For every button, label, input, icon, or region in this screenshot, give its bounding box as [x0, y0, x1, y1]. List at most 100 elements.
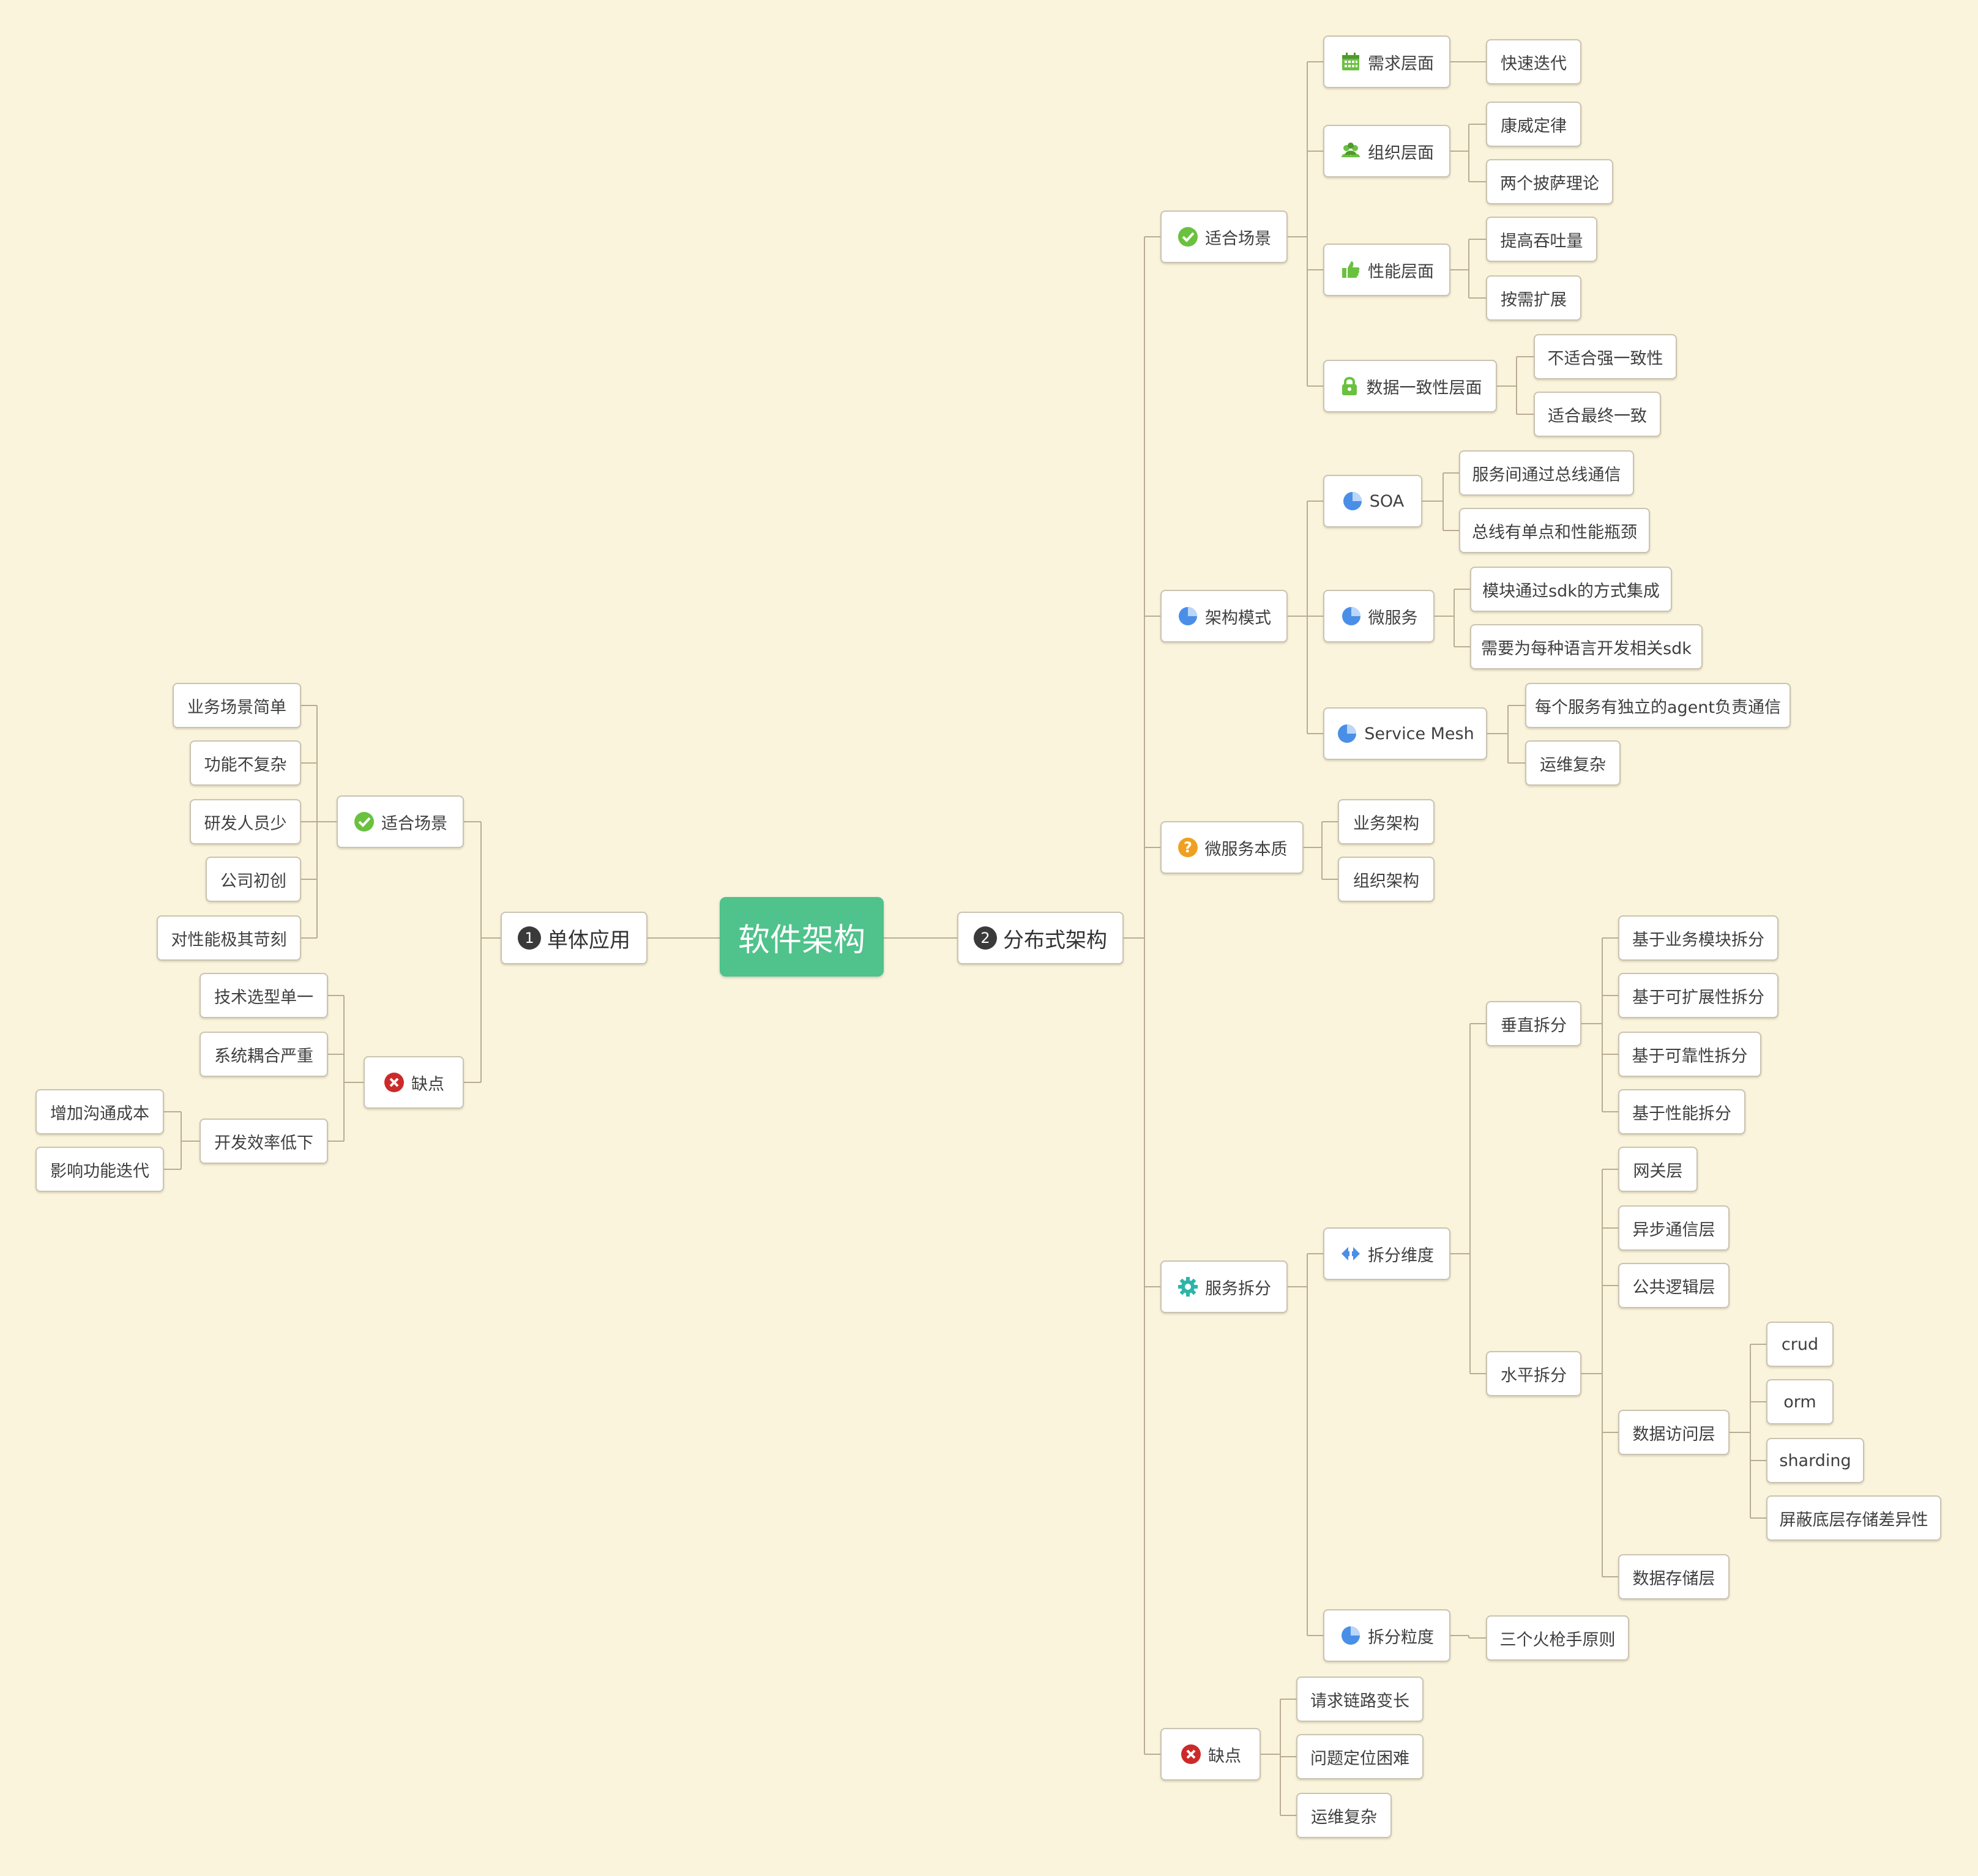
horizontal-item[interactable]: 数据存储层: [1618, 1554, 1730, 1599]
service-mesh-item[interactable]: 每个服务有独立的agent负责通信: [1525, 683, 1791, 728]
org-item[interactable]: 两个披萨理论: [1486, 159, 1613, 204]
demand-level-topic[interactable]: 需求层面: [1323, 35, 1450, 88]
gear-icon: [1177, 1276, 1199, 1298]
perf-item[interactable]: 提高吞吐量: [1486, 217, 1597, 262]
soa-item[interactable]: 服务间通过总线通信: [1459, 450, 1634, 496]
arch-patterns-topic[interactable]: 架构模式: [1160, 590, 1288, 642]
data-item[interactable]: 适合最终一致: [1534, 392, 1661, 437]
dal-item[interactable]: crud: [1766, 1322, 1834, 1367]
org-item[interactable]: 康威定律: [1486, 102, 1581, 147]
item-label: 研发人员少: [204, 814, 287, 833]
dal-item[interactable]: orm: [1766, 1379, 1834, 1424]
data-access-layer-topic[interactable]: 数据访问层: [1618, 1410, 1730, 1455]
left-cons-item[interactable]: 系统耦合严重: [200, 1032, 328, 1077]
right-cons-item[interactable]: 问题定位困难: [1296, 1734, 1424, 1779]
left-scene-item[interactable]: 研发人员少: [190, 799, 301, 844]
root-topic[interactable]: 软件架构: [720, 897, 884, 977]
x-circle-icon: [1180, 1743, 1202, 1765]
right-cons-item[interactable]: 运维复杂: [1296, 1793, 1392, 1838]
item-label: 公共逻辑层: [1632, 1278, 1715, 1297]
item-label: orm: [1783, 1392, 1816, 1412]
lock-icon: [1338, 375, 1360, 397]
root-label: 软件架构: [737, 921, 865, 959]
dev-efficiency-item[interactable]: 增加沟通成本: [35, 1089, 164, 1134]
item-label: 异步通信层: [1632, 1220, 1715, 1240]
left-scene-item[interactable]: 对性能极其苛刻: [157, 915, 301, 961]
vertical-item[interactable]: 基于性能拆分: [1618, 1089, 1745, 1134]
item-label: 运维复杂: [1540, 755, 1606, 775]
data-item[interactable]: 不适合强一致性: [1534, 334, 1677, 379]
soa-topic[interactable]: SOA: [1323, 475, 1422, 527]
vertical-item[interactable]: 基于可靠性拆分: [1618, 1032, 1761, 1077]
soa-item[interactable]: 总线有单点和性能瓶颈: [1459, 508, 1650, 553]
item-label: 对性能极其苛刻: [171, 930, 287, 950]
split-arrows-icon: [1340, 1243, 1362, 1265]
topic-label: 适合场景: [381, 814, 447, 833]
horizontal-split-topic[interactable]: 水平拆分: [1486, 1351, 1581, 1396]
calendar-icon: [1340, 51, 1362, 73]
item-label: 业务场景简单: [187, 698, 286, 717]
essence-topic[interactable]: ?微服务本质: [1160, 821, 1304, 874]
horizontal-item[interactable]: 异步通信层: [1618, 1205, 1730, 1251]
service-split-topic[interactable]: 服务拆分: [1160, 1260, 1288, 1313]
topic-label: 服务拆分: [1205, 1279, 1271, 1298]
topic-label: 微服务: [1368, 608, 1418, 628]
service-mesh-topic[interactable]: Service Mesh: [1323, 707, 1487, 760]
left-cons-item[interactable]: 开发效率低下: [200, 1119, 328, 1164]
perf-level-topic[interactable]: 性能层面: [1323, 244, 1450, 296]
topic-label: 架构模式: [1205, 608, 1271, 628]
item-label: 不适合强一致性: [1547, 349, 1663, 368]
service-mesh-item[interactable]: 运维复杂: [1525, 740, 1621, 786]
microservice-item[interactable]: 模块通过sdk的方式集成: [1470, 567, 1672, 612]
x-circle-icon: [383, 1071, 405, 1093]
item-label: 康威定律: [1501, 116, 1567, 136]
dal-item[interactable]: 屏蔽底层存储差异性: [1766, 1495, 1941, 1541]
data-consistency-topic[interactable]: 数据一致性层面: [1323, 360, 1497, 412]
right-cons-topic[interactable]: 缺点: [1160, 1728, 1261, 1781]
left-scene-item[interactable]: 业务场景简单: [173, 683, 301, 728]
dal-item[interactable]: sharding: [1766, 1438, 1864, 1483]
item-label: 基于性能拆分: [1632, 1104, 1731, 1123]
left-scenes-topic[interactable]: 适合场景: [337, 795, 464, 848]
item-label: 运维复杂: [1311, 1807, 1377, 1827]
split-granularity-topic[interactable]: 拆分粒度: [1323, 1609, 1450, 1662]
left-cons-item[interactable]: 技术选型单一: [200, 973, 328, 1018]
item-label: 按需扩展: [1501, 290, 1567, 310]
branch-label: 单体应用: [547, 928, 630, 953]
microservice-topic[interactable]: 微服务: [1323, 590, 1435, 642]
perf-item[interactable]: 按需扩展: [1486, 275, 1581, 321]
essence-item[interactable]: 组织架构: [1338, 857, 1435, 902]
item-label: 网关层: [1633, 1161, 1683, 1181]
item-label: 基于可扩展性拆分: [1632, 988, 1764, 1007]
dev-efficiency-item[interactable]: 影响功能迭代: [35, 1147, 164, 1192]
vertical-item[interactable]: 基于可扩展性拆分: [1618, 973, 1778, 1018]
item-label: 功能不复杂: [204, 755, 287, 775]
left-cons-topic[interactable]: 缺点: [364, 1056, 464, 1109]
left-scene-item[interactable]: 公司初创: [206, 857, 301, 902]
right-scenes-topic[interactable]: 适合场景: [1160, 210, 1288, 263]
right-cons-item[interactable]: 请求链路变长: [1296, 1677, 1424, 1722]
microservice-item[interactable]: 需要为每种语言开发相关sdk: [1470, 624, 1703, 669]
horizontal-item[interactable]: 公共逻辑层: [1618, 1263, 1730, 1308]
item-label: 快速迭代: [1501, 54, 1567, 73]
granularity-item[interactable]: 三个火枪手原则: [1486, 1615, 1629, 1661]
demand-item[interactable]: 快速迭代: [1486, 39, 1581, 84]
topic-label: 需求层面: [1368, 54, 1434, 73]
topic-label: SOA: [1369, 491, 1405, 511]
vertical-item[interactable]: 基于业务模块拆分: [1618, 915, 1778, 961]
item-label: 业务架构: [1353, 814, 1419, 833]
essence-item[interactable]: 业务架构: [1338, 799, 1435, 844]
pie-chart-icon: [1340, 1625, 1362, 1647]
org-level-topic[interactable]: 组织层面: [1323, 125, 1450, 177]
topic-label: 缺点: [411, 1074, 444, 1094]
item-label: 三个火枪手原则: [1499, 1630, 1616, 1650]
question-icon: ?: [1177, 836, 1199, 858]
left-scene-item[interactable]: 功能不复杂: [190, 740, 301, 786]
vertical-split-topic[interactable]: 垂直拆分: [1486, 1001, 1581, 1046]
split-dimension-topic[interactable]: 拆分维度: [1323, 1227, 1450, 1280]
item-label: 提高吞吐量: [1500, 231, 1583, 251]
horizontal-item[interactable]: 网关层: [1618, 1147, 1698, 1192]
